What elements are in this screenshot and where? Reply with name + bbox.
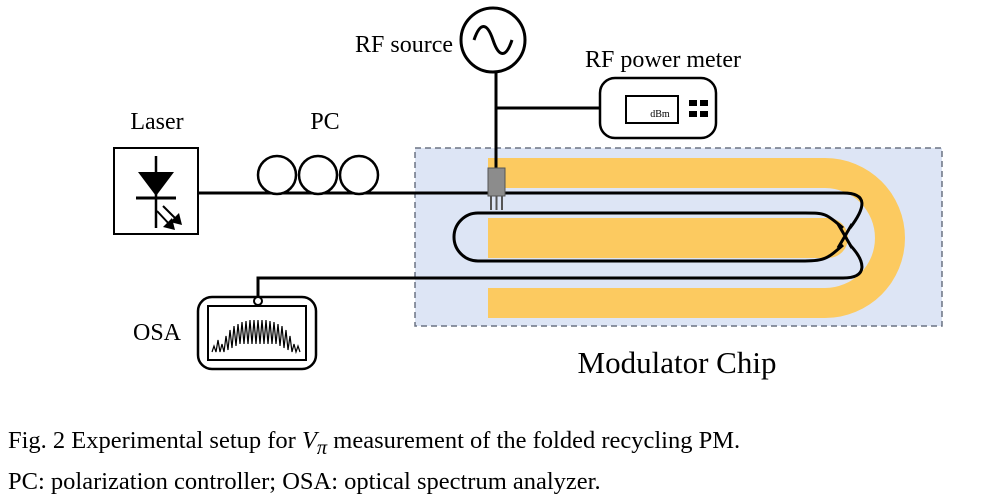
pc-label: PC: [310, 109, 339, 135]
caption-line-2: PC: polarization controller; OSA: optica…: [8, 467, 601, 495]
electrodes: [488, 158, 905, 318]
waveguide-bottom: [256, 243, 864, 298]
caption-text-post: measurement of the folded recycling PM.: [327, 427, 741, 454]
meter-unit: dBm: [650, 109, 670, 120]
meter-buttons: [689, 100, 708, 117]
pc-paddle-3: [338, 154, 380, 196]
osa: OSA: [133, 295, 318, 371]
symbol-pi: π: [316, 436, 328, 459]
rf-power-meter-label: RF power meter: [585, 47, 741, 73]
laser-label: Laser: [130, 109, 183, 135]
pc-paddles: [256, 154, 380, 196]
rf-probe: [487, 167, 506, 210]
osa-label: OSA: [133, 320, 182, 346]
osa-spectrum-trace: [211, 319, 301, 355]
rf-source: RF source: [355, 6, 527, 74]
caption-line-1: Fig. 2 Experimental setup for Vπ measure…: [8, 424, 983, 465]
inner-electrode: [488, 218, 848, 258]
laser-diode-icon: [136, 156, 182, 230]
polarization-controller: PC: [256, 109, 380, 196]
pc-paddle-2: [297, 154, 339, 196]
setup-diagram: RF source RF power meter dBm Laser: [113, 6, 943, 380]
pc-paddle-1: [256, 154, 298, 196]
sine-wave-icon: [472, 25, 514, 55]
chip-label: Modulator Chip: [578, 345, 777, 380]
outer-electrode: [488, 158, 905, 318]
waveguide-top: [198, 191, 864, 229]
rf-power-meter: RF power meter dBm: [585, 47, 741, 140]
laser: Laser: [113, 109, 199, 235]
meter-display: [625, 95, 679, 124]
waveguide: [198, 191, 864, 298]
v-pi-symbol: Vπ: [301, 427, 327, 459]
rf-cables: [494, 72, 600, 174]
figure-caption: Fig. 2 Experimental setup for Vπ measure…: [8, 424, 983, 499]
caption-text-pre: Fig. 2 Experimental setup for: [8, 427, 302, 454]
symbol-v: V: [301, 427, 317, 454]
osa-input-port: [253, 296, 263, 306]
probe-tips: [490, 196, 503, 210]
probe-body: [487, 167, 506, 197]
waveguide-cross: [836, 223, 854, 249]
waveguide-loop: [452, 211, 844, 263]
rf-source-label: RF source: [355, 32, 453, 58]
